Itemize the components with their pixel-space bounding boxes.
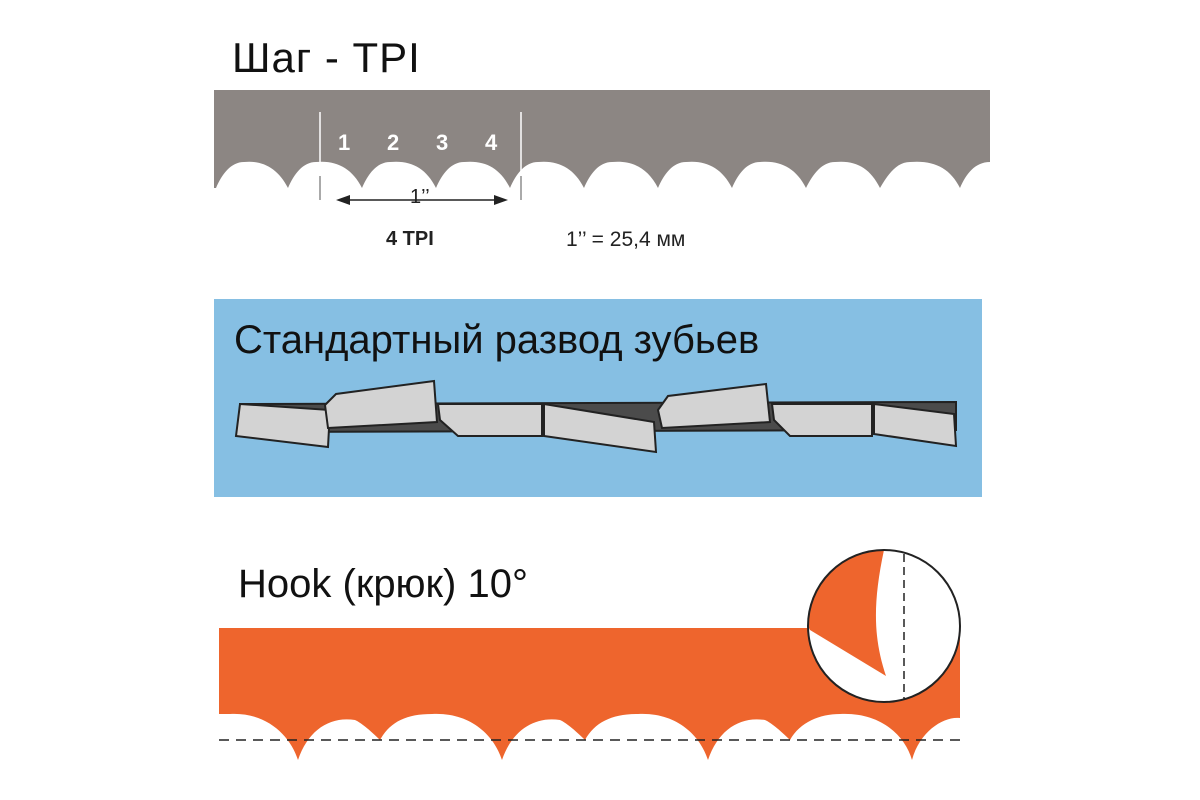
set-tooth-left <box>234 402 332 449</box>
set-tooth-middle <box>436 403 543 437</box>
inch-conversion: 1’’ = 25,4 мм <box>566 228 686 251</box>
set-tooth-bent-2 <box>656 382 772 430</box>
gray-saw-blade <box>214 90 990 188</box>
hook-title: Hook (крюк) 10° <box>238 562 528 606</box>
inch-label: 1’’ <box>410 186 430 208</box>
tooth-number-3: 3 <box>436 130 449 155</box>
tpi-title: Шаг - TPI <box>232 34 421 81</box>
hook-detail-circle <box>807 549 961 703</box>
hook-detail-tooth <box>808 550 886 676</box>
tpi-label: 4 TPI <box>386 228 434 250</box>
arrow-head-left <box>336 195 350 205</box>
set-tooth-bent-1 <box>323 379 439 430</box>
arrow-head-right <box>494 195 508 205</box>
set-tooth-right <box>770 403 873 437</box>
set-title: Стандартный развод зубьев <box>234 318 760 362</box>
set-tooth-down <box>543 402 658 454</box>
set-tooth-last <box>873 402 958 448</box>
hook-saw-blade <box>219 628 960 760</box>
tooth-number-2: 2 <box>387 130 400 155</box>
tooth-number-4: 4 <box>485 130 498 155</box>
tooth-number-1: 1 <box>338 130 351 155</box>
